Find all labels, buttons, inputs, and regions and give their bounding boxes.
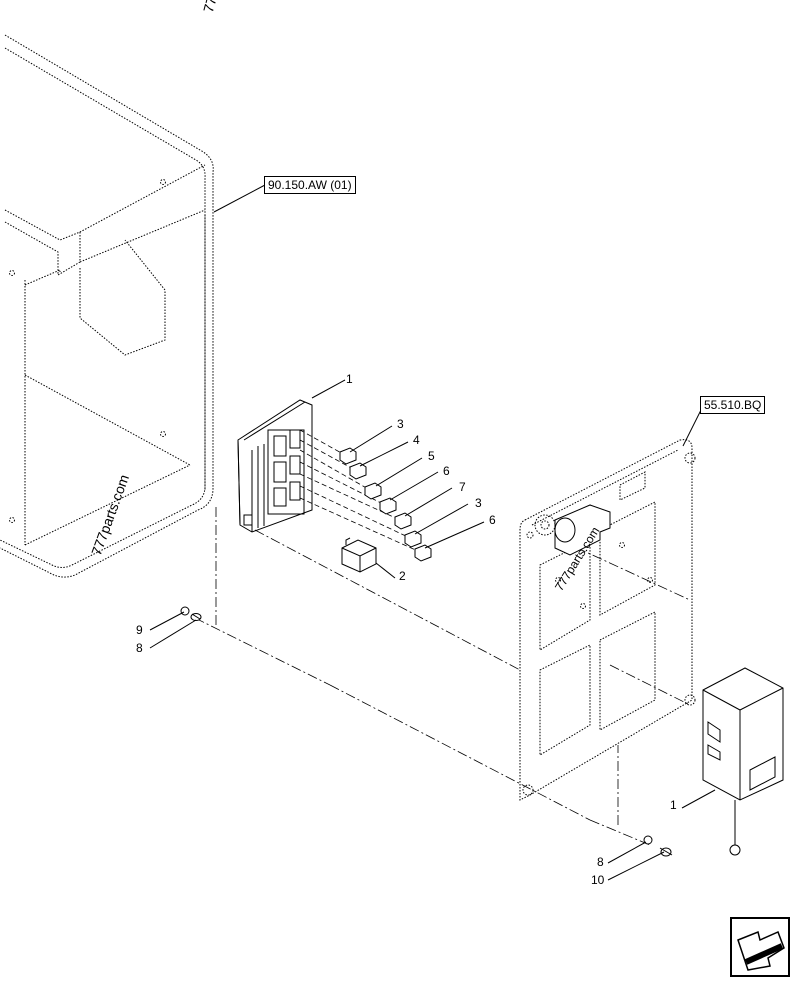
plate-ref-leader <box>682 407 703 447</box>
callout-module: 1 <box>346 372 353 386</box>
callout-leaders <box>149 379 716 881</box>
plate-reference-label[interactable]: 55.510.BQ <box>700 396 766 414</box>
callout-fuse-g: 6 <box>489 513 496 527</box>
callout-control-box: 1 <box>670 798 677 812</box>
electronic-module <box>237 399 313 533</box>
callout-fuse-e: 7 <box>459 480 466 494</box>
fuse-leader-lines <box>299 429 421 553</box>
callout-bolt-right: 10 <box>591 873 605 887</box>
control-box <box>702 667 784 856</box>
next-page-arrow-icon <box>730 917 790 977</box>
callout-fuse-d: 6 <box>443 464 450 478</box>
callout-washer-right: 8 <box>597 855 604 869</box>
callout-fuse-c: 5 <box>428 449 435 463</box>
cab-ref-leader <box>213 184 266 213</box>
plate-connector <box>554 504 611 556</box>
mounting-plate <box>519 439 696 801</box>
fuse-set <box>339 447 432 562</box>
next-page-button[interactable] <box>731 918 789 976</box>
callout-bolt-left: 8 <box>136 641 143 655</box>
callout-fuse-a: 3 <box>397 417 404 431</box>
callout-fuse-f: 3 <box>475 496 482 510</box>
cab-reference-label[interactable]: 90.150.AW (01) <box>264 176 356 194</box>
right-hardware <box>643 835 673 857</box>
callout-washer-left: 9 <box>136 623 143 637</box>
cab-panel <box>0 34 214 578</box>
left-hardware <box>180 606 202 621</box>
callout-relay-small: 2 <box>399 569 406 583</box>
small-relay <box>341 537 377 573</box>
assembly-lines <box>194 507 691 846</box>
callout-fuse-b: 4 <box>413 433 420 447</box>
